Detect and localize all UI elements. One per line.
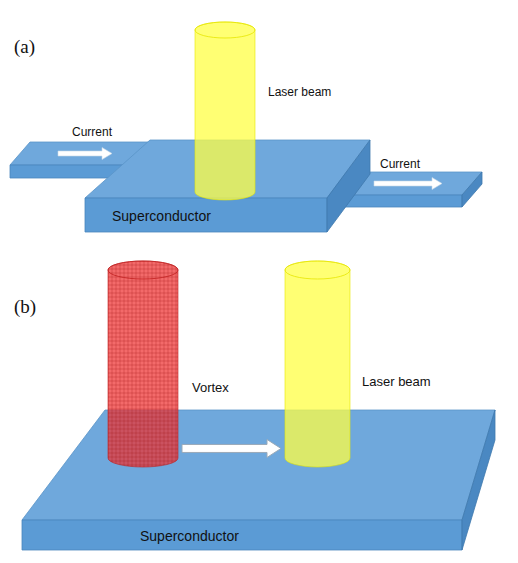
label-holder: (a) (14, 36, 35, 58)
cylinder-body (195, 22, 255, 200)
superconductor-slab: Superconductor (22, 410, 495, 550)
current-arrow (58, 148, 112, 160)
side-face (462, 410, 495, 550)
laser-beam: Laser beam (195, 22, 255, 200)
vortex: Vortex (108, 261, 178, 467)
cylinder-body (108, 261, 178, 467)
front-face (85, 198, 327, 232)
side-face (327, 140, 370, 232)
cylinder-shape (285, 261, 350, 467)
text-holder: Laser beam (362, 372, 431, 390)
text-holder: Current (380, 154, 420, 172)
vortex-label: Vortex (192, 380, 229, 395)
text-holder: Vortex (192, 378, 229, 396)
front-face (22, 520, 462, 550)
text-holder: Superconductor (140, 527, 239, 545)
cylinder-shape (108, 261, 178, 467)
text-holder: Laser beam (268, 82, 331, 100)
cylinder-top (285, 261, 350, 279)
text-holder: Current (72, 122, 112, 140)
current-arrow (374, 178, 442, 190)
panel-label: (b) (14, 296, 36, 317)
prism-shape (22, 410, 495, 550)
cylinder-top (195, 22, 255, 38)
vortex-grid (108, 261, 178, 467)
motion-arrow (182, 439, 281, 457)
text-holder: Superconductor (112, 207, 211, 225)
laser-beam-label: Laser beam (362, 374, 431, 389)
cylinder-body (285, 261, 350, 467)
cylinder-top (108, 261, 178, 279)
side-face (462, 172, 482, 207)
laser-beam: Laser beam (285, 261, 350, 467)
laser-beam-label: Laser beam (268, 85, 331, 99)
cylinder-shape (195, 22, 255, 200)
top-face (22, 410, 495, 520)
current-lead-label: Current (380, 157, 420, 171)
panel-label: (a) (14, 36, 35, 57)
superconductor-slab-label: Superconductor (140, 528, 239, 544)
current-lead-label: Current (72, 125, 112, 139)
superconductor-slab-label: Superconductor (112, 208, 211, 224)
label-holder: (b) (14, 296, 36, 318)
